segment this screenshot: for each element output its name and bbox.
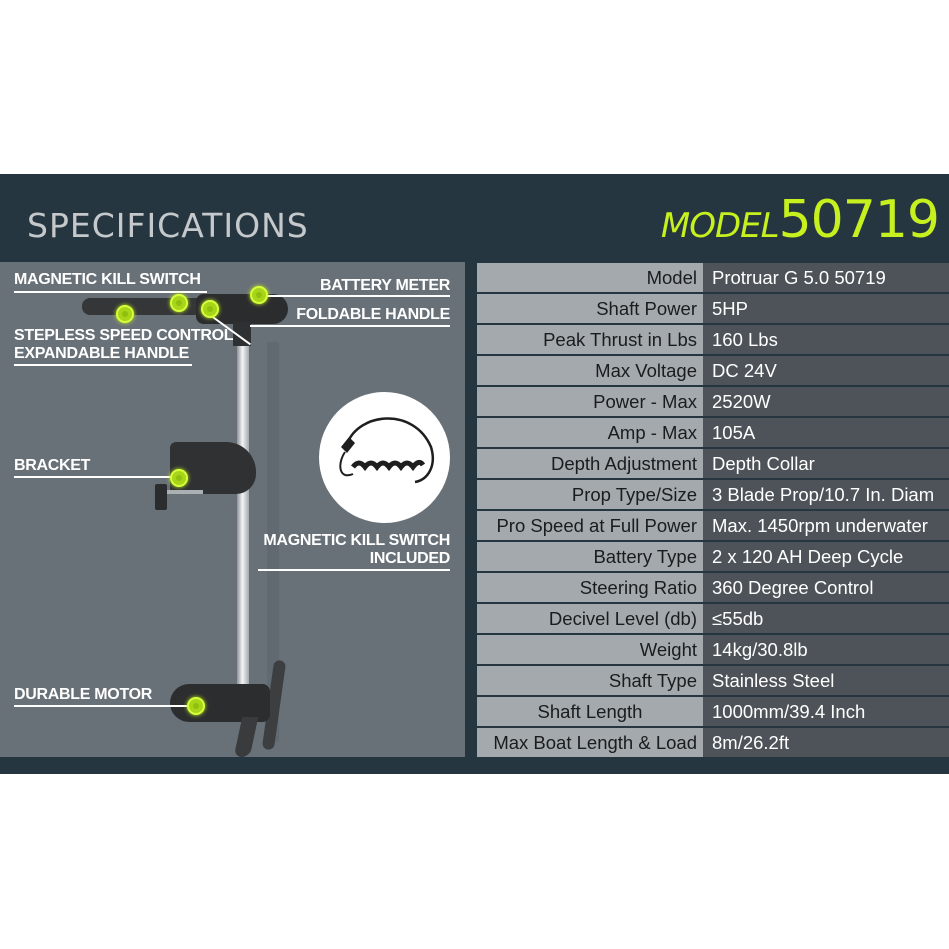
motor-diagram: MAGNETIC KILL SWITCH BATTERY METER FOLDA… [0, 262, 465, 757]
spec-value: 2 x 120 AH Deep Cycle [703, 542, 949, 571]
spec-key: Shaft Length [477, 697, 703, 726]
callout-line [262, 295, 450, 297]
callout-battery-meter: BATTERY METER [319, 277, 450, 294]
spec-value: 1000mm/39.4 Inch [703, 697, 949, 726]
kill-switch-photo [319, 392, 450, 523]
model-heading: MODEL50719 [660, 190, 940, 250]
mount-bracket [170, 442, 256, 494]
hotspot-foldable-handle[interactable] [201, 300, 219, 318]
callout-magnetic-kill-switch: MAGNETIC KILL SWITCH [14, 271, 201, 288]
spec-key: Shaft Power [477, 294, 703, 323]
spec-value: Protruar G 5.0 50719 [703, 263, 949, 292]
callout-stepless-speed-control: STEPLESS SPEED CONTROL [14, 327, 234, 344]
tiller-handle [82, 298, 207, 315]
hotspot-battery-meter[interactable] [250, 286, 268, 304]
spec-value: 360 Degree Control [703, 573, 949, 602]
hotspot-speed-control[interactable] [116, 305, 134, 323]
callout-durable-motor: DURABLE MOTOR [14, 686, 153, 703]
spec-value: Max. 1450rpm underwater [703, 511, 949, 540]
motor-body [170, 684, 270, 722]
spec-key: Weight [477, 635, 703, 664]
spec-value: 14kg/30.8lb [703, 635, 949, 664]
spec-key: Pro Speed at Full Power [477, 511, 703, 540]
callout-bracket: BRACKET [14, 457, 91, 474]
spec-key: Shaft Type [477, 666, 703, 695]
spec-key: Amp - Max [477, 418, 703, 447]
callout-line [14, 476, 172, 478]
callout-line [14, 291, 207, 293]
spec-key: Battery Type [477, 542, 703, 571]
callout-expandable-handle: EXPANDABLE HANDLE [14, 345, 190, 362]
bracket-screw [167, 490, 203, 494]
spec-value: 2520W [703, 387, 949, 416]
skeg-fin [233, 717, 259, 757]
hotspot-motor[interactable] [187, 697, 205, 715]
callout-line [258, 569, 450, 571]
shaft-shadow [267, 342, 279, 742]
spec-key: Model [477, 263, 703, 292]
spec-key: Peak Thrust in Lbs [477, 325, 703, 354]
spec-key: Steering Ratio [477, 573, 703, 602]
hotspot-kill-switch[interactable] [170, 294, 188, 312]
model-word: MODEL [660, 206, 780, 246]
spec-value: 105A [703, 418, 949, 447]
callout-line [14, 364, 192, 366]
spec-value: Stainless Steel [703, 666, 949, 695]
table-row: Decivel Level (db)≤55db [477, 604, 949, 633]
spec-value: ≤55db [703, 604, 949, 633]
callout-line [250, 325, 450, 327]
spec-key: Max Voltage [477, 356, 703, 385]
spec-value: Depth Collar [703, 449, 949, 478]
spec-key: Decivel Level (db) [477, 604, 703, 633]
spec-key: Max Boat Length & Load [477, 728, 703, 757]
spec-value: DC 24V [703, 356, 949, 385]
spec-key: Prop Type/Size [477, 480, 703, 509]
spec-value: 5HP [703, 294, 949, 323]
page-title: SPECIFICATIONS [27, 206, 309, 245]
coiled-lanyard-icon [339, 417, 434, 484]
motor-shaft [237, 342, 249, 687]
spec-key: Depth Adjustment [477, 449, 703, 478]
model-number: 50719 [778, 190, 940, 250]
hotspot-bracket[interactable] [170, 469, 188, 487]
callout-kill-switch-included: MAGNETIC KILL SWITCH [263, 532, 450, 549]
callout-line [14, 705, 189, 707]
spec-value: 8m/26.2ft [703, 728, 949, 757]
bracket-clamp [155, 484, 167, 510]
spec-value: 3 Blade Prop/10.7 In. Diam [703, 480, 949, 509]
spec-value: 160 Lbs [703, 325, 949, 354]
callout-kill-switch-included-2: INCLUDED [369, 550, 451, 567]
callout-foldable-handle: FOLDABLE HANDLE [296, 306, 450, 323]
spec-key: Power - Max [477, 387, 703, 416]
